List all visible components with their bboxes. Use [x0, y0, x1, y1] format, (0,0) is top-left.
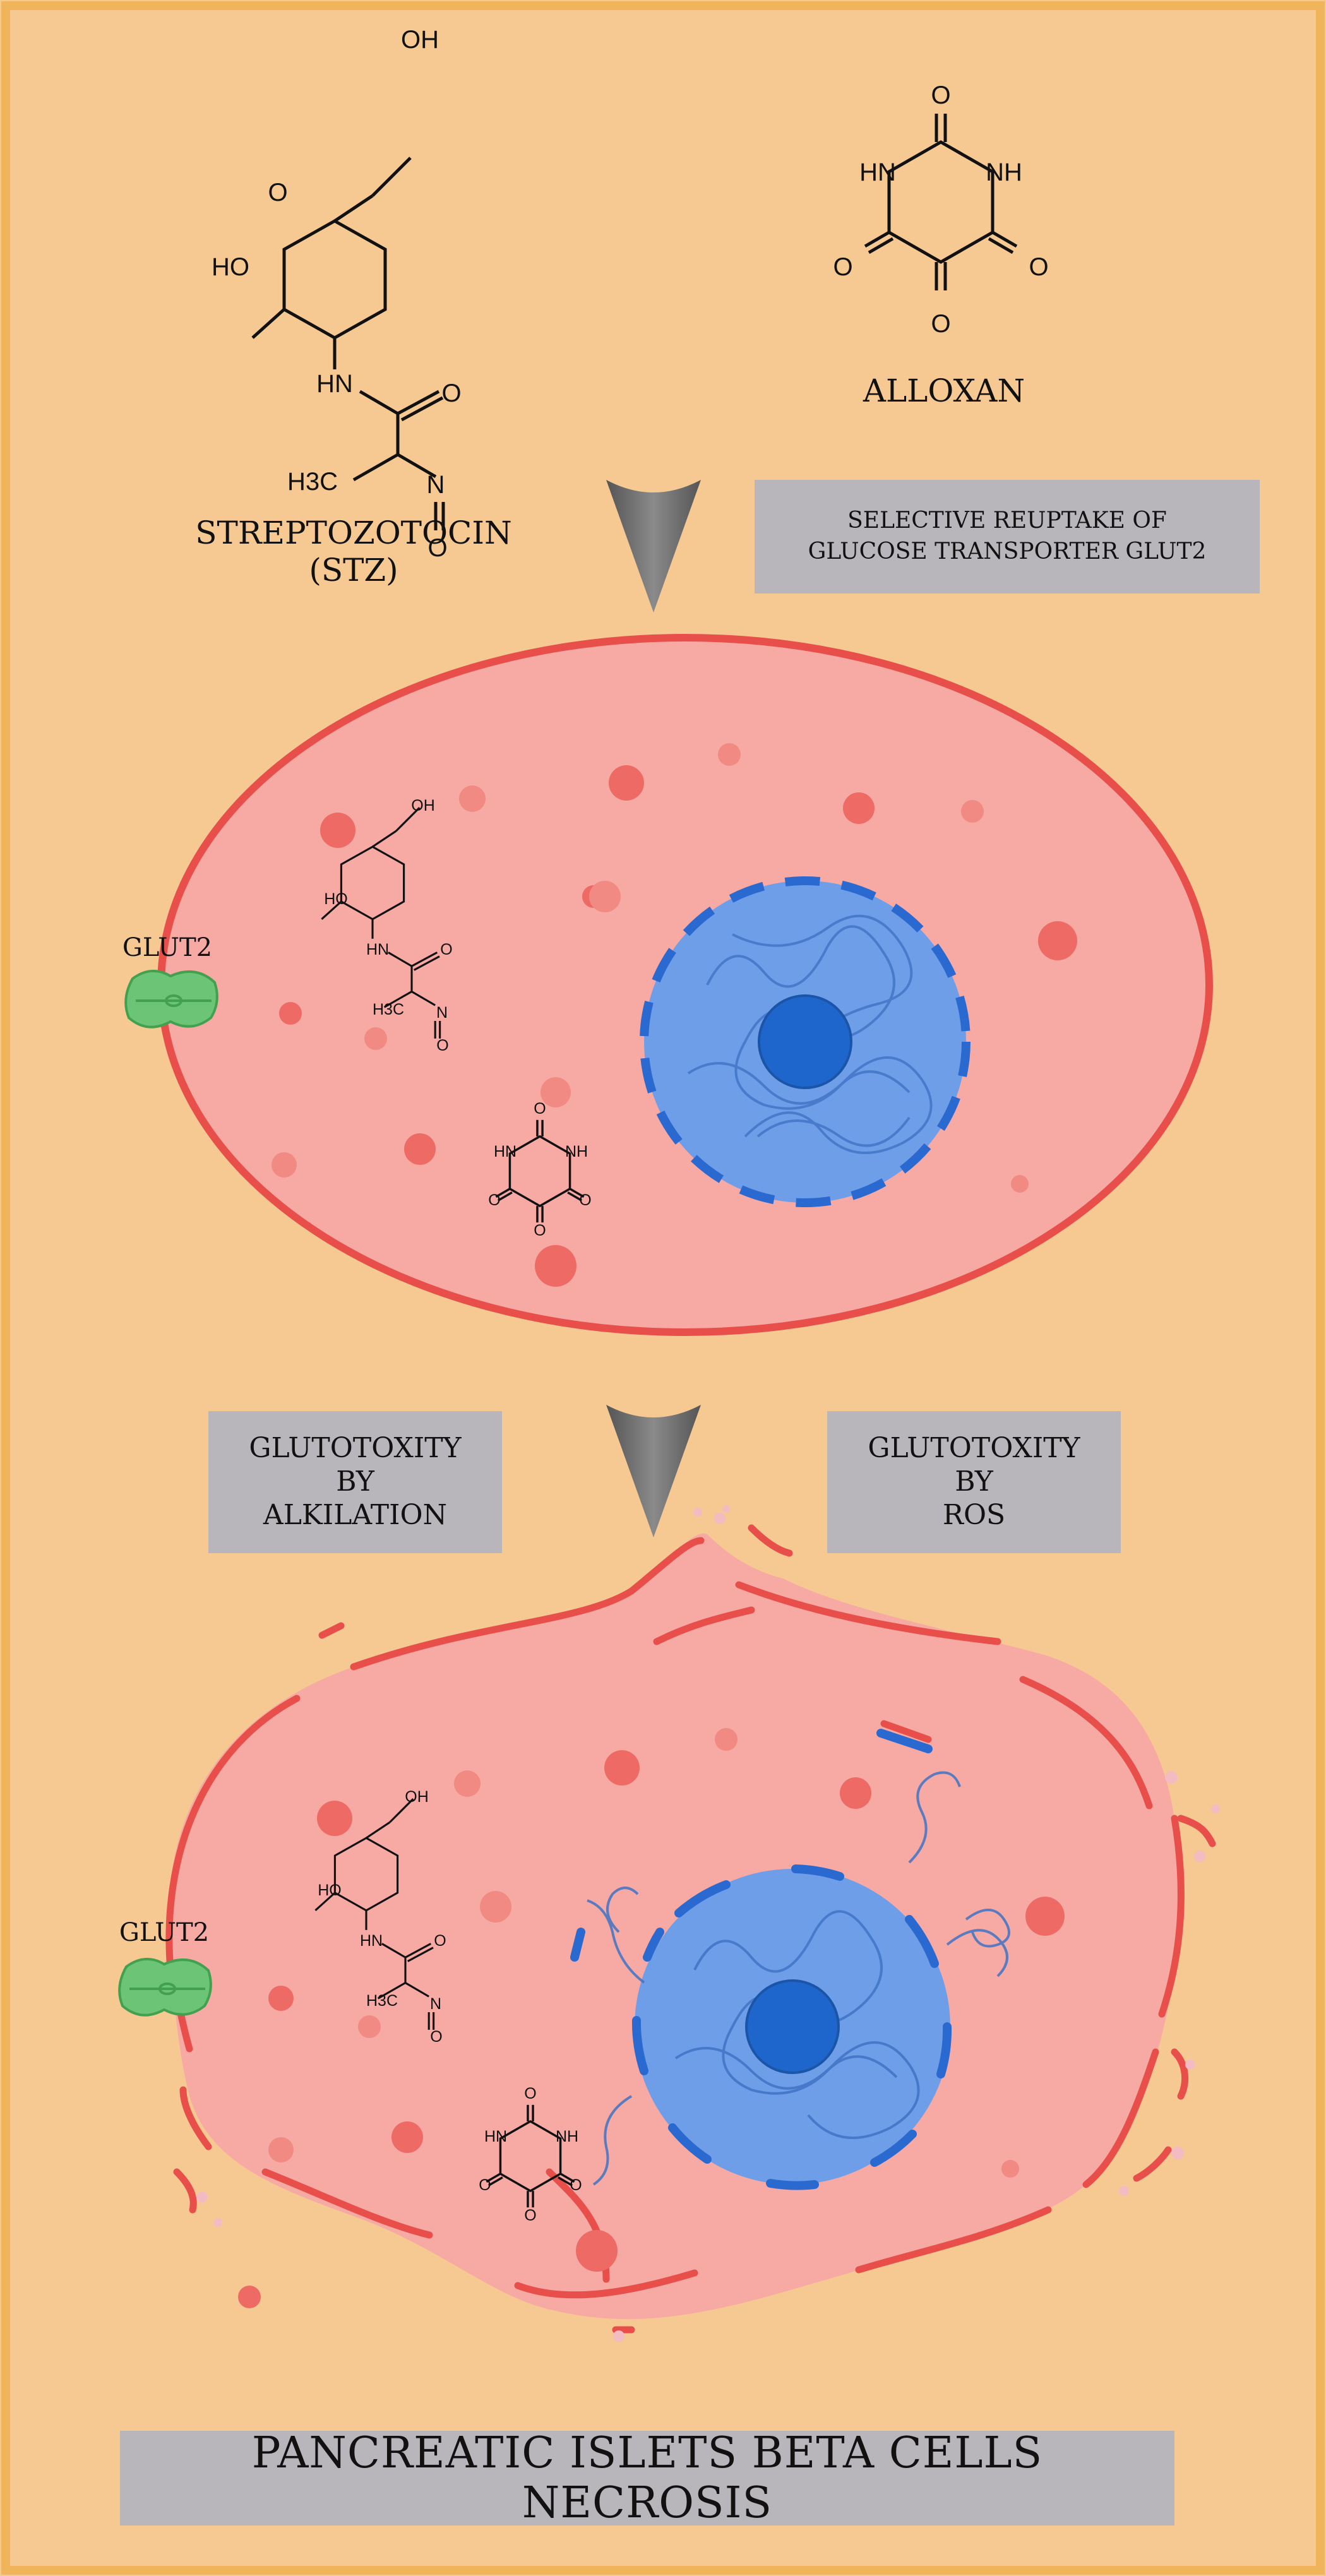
stz-cell1-o2: O	[436, 1037, 449, 1054]
alloxan-cell2-nh: NH	[555, 2128, 579, 2145]
stz-atom-n: N	[426, 471, 445, 499]
alloxan-atom-nh: NH	[986, 158, 1022, 186]
stz-atom-ring-o: O	[268, 179, 288, 206]
alloxan-atom-bottom-o: O	[931, 310, 951, 338]
stz-cell2-o: O	[434, 1932, 446, 1950]
ros-line-2: BY	[955, 1465, 993, 1498]
streptozotocin-label: STREPTOZOTOCIN (STZ)	[189, 515, 518, 589]
alloxan-cell2-right-o: O	[570, 2176, 582, 2194]
alloxan-cell1-left-o: O	[488, 1191, 501, 1209]
granules	[272, 743, 1077, 1287]
stz-cell2-o2: O	[430, 2028, 443, 2046]
stz-atom-oh: OH	[401, 26, 439, 54]
alloxan-cell1-bottom-o: O	[534, 1222, 546, 1239]
stz-atom-nitroso-o: O	[427, 534, 448, 562]
alkylation-box: GLUTOTOXITY BY ALKILATION	[208, 1411, 502, 1553]
nucleolus	[758, 994, 852, 1089]
alloxan-cell1-hn: HN	[493, 1143, 517, 1160]
stz-cell2-oh: OH	[405, 1788, 429, 1806]
stz-atom-ho: HO	[212, 253, 249, 281]
alloxan-in-cell	[495, 1119, 585, 1223]
alloxan-cell2-left-o: O	[479, 2176, 491, 2194]
ros-box: GLUTOTOXITY BY ROS	[827, 1411, 1121, 1553]
healthy-beta-cell	[124, 634, 1213, 1336]
necrotic-beta-cell	[118, 1505, 1220, 2342]
stz-in-cell	[314, 1798, 435, 2030]
stz-cell2-nh: HN	[359, 1932, 383, 1950]
glut2-transporter	[118, 1957, 212, 2017]
arrow-down-icon	[606, 1405, 701, 1537]
stz-cell1-o: O	[440, 941, 453, 958]
alloxan-atom-right-o: O	[1029, 253, 1049, 281]
uptake-box: SELECTIVE REUPTAKE OF GLUCOSE TRANSPORTE…	[755, 480, 1260, 593]
broken-nuclear-envelope	[570, 1729, 952, 2190]
alloxan-cell2-bottom-o: O	[524, 2207, 537, 2224]
streptozotocin-abbrev: (STZ)	[309, 552, 398, 588]
footer-banner: PANCREATIC ISLETS BETA CELLS NECROSIS	[120, 2428, 1174, 2528]
membrane-debris	[196, 1505, 1220, 2342]
streptozotocin-name: STREPTOZOTOCIN	[195, 515, 512, 551]
granules	[238, 1728, 1065, 2308]
stz-cell1-ho: HO	[324, 890, 348, 908]
stz-cell1-h3c: H3C	[372, 1001, 404, 1018]
alkylation-line-2: BY	[336, 1465, 374, 1498]
alloxan-label: ALLOXAN	[863, 373, 1025, 409]
stz-in-cell	[321, 807, 441, 1039]
alloxan-atom-left-o: O	[833, 253, 853, 281]
alloxan-structure	[864, 114, 1018, 290]
uptake-line-1: SELECTIVE REUPTAKE OF	[847, 508, 1167, 534]
glut2-label-healthy: GLUT2	[122, 933, 213, 962]
nuclear-envelope	[640, 876, 971, 1207]
ros-line-3: ROS	[942, 1498, 1006, 1531]
stz-cell2-ho: HO	[318, 1881, 342, 1899]
alloxan-cell1-nh: NH	[564, 1143, 588, 1160]
alloxan-atom-top-o: O	[931, 81, 951, 109]
glut2-label-necrotic: GLUT2	[119, 1918, 210, 1947]
alloxan-cell1-right-o: O	[579, 1191, 592, 1209]
glut2-transporter	[124, 969, 218, 1029]
stz-atom-nh: HN	[316, 370, 353, 398]
stz-atom-h3c: H3C	[287, 468, 338, 496]
alloxan-in-cell	[486, 2104, 575, 2208]
stz-cell2-h3c: H3C	[366, 1992, 398, 2010]
alloxan-cell2-hn: HN	[484, 2128, 508, 2145]
alloxan-cell2-top-o: O	[524, 2085, 537, 2102]
uptake-line-2: GLUCOSE TRANSPORTER GLUT2	[808, 539, 1207, 564]
stz-cell2-n: N	[429, 1995, 442, 2013]
alkylation-line-1: GLUTOTOXITY	[249, 1432, 462, 1465]
nucleolus	[745, 1979, 840, 2074]
alkylation-line-3: ALKILATION	[263, 1498, 448, 1531]
footer-title: PANCREATIC ISLETS BETA CELLS NECROSIS	[251, 2428, 1043, 2528]
stz-cell1-nh: HN	[366, 941, 390, 958]
arrow-down-icon	[606, 480, 701, 612]
streptozotocin-structure	[251, 157, 445, 530]
alloxan-cell1-top-o: O	[534, 1100, 546, 1118]
ros-line-1: GLUTOTOXITY	[868, 1432, 1080, 1465]
stz-cell1-n: N	[436, 1004, 448, 1022]
stz-cell1-oh: OH	[411, 797, 435, 814]
alloxan-atom-hn: HN	[859, 158, 896, 186]
stz-atom-carbonyl-o: O	[441, 379, 462, 407]
